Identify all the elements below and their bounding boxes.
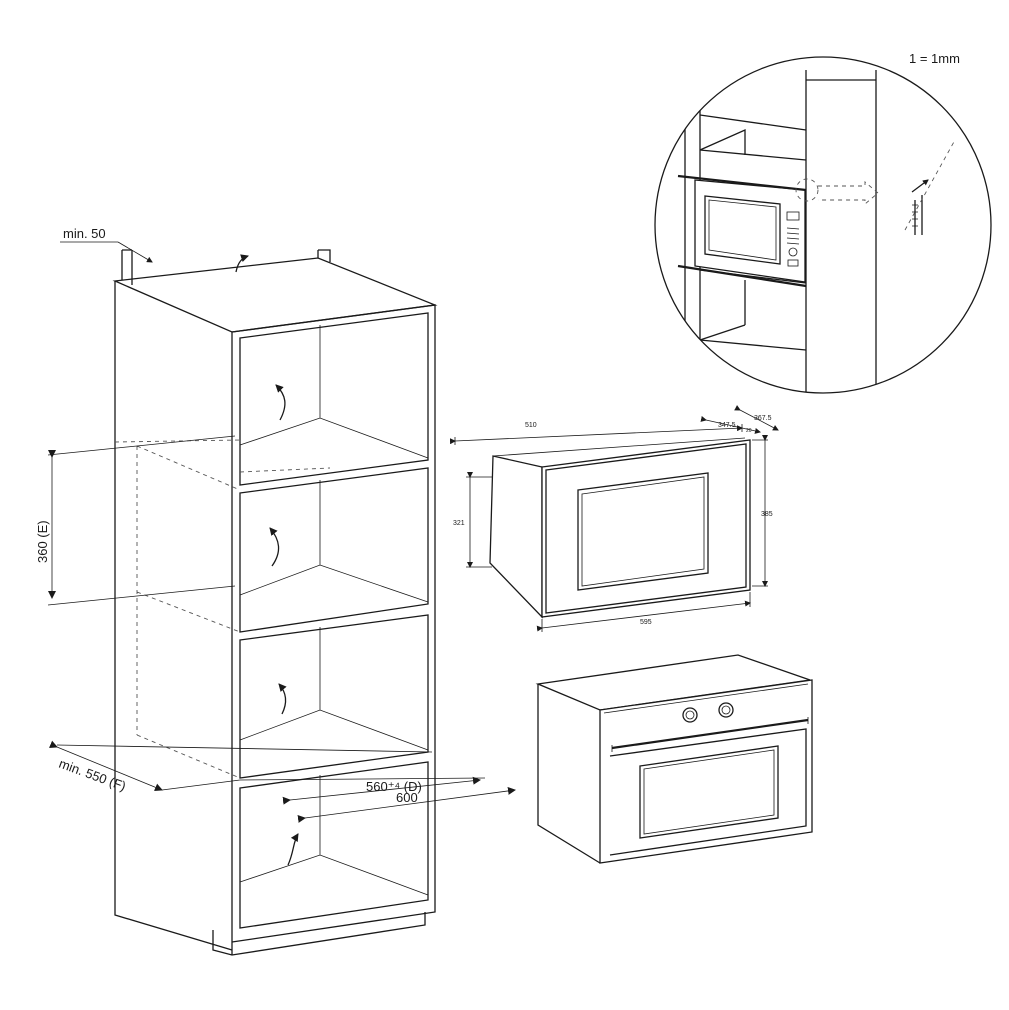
microwave-dimension-drawing: 510 347.5 367.5 20 321 385 595 — [449, 405, 779, 632]
knob-icon — [682, 707, 698, 723]
niche-width-label: 600 — [396, 790, 418, 805]
top-clearance-label: min. 50 — [63, 226, 106, 241]
niche-depth-label: 560⁺⁴ (D) — [366, 779, 422, 794]
niche-height-label: 360 (E) — [35, 520, 50, 563]
tall-cabinet — [112, 249, 438, 956]
niche-height-dimension: 360 (E) — [35, 435, 236, 606]
detail-circle — [654, 56, 992, 394]
front-offset-label: 20 — [746, 428, 752, 434]
front-height-label: 385 — [761, 511, 773, 518]
total-depth-label: 510 — [525, 422, 537, 429]
depth-with-handle-label: 367.5 — [754, 415, 772, 422]
knob-icon — [718, 702, 734, 718]
top-clearance-dimension: min. 50 — [60, 226, 153, 263]
body-height-label: 321 — [453, 520, 465, 527]
scale-note: 1 = 1mm — [909, 51, 960, 66]
front-width-label: 595 — [640, 619, 652, 626]
microwave-perspective — [535, 654, 813, 864]
body-depth-label: 347.5 — [718, 422, 736, 429]
